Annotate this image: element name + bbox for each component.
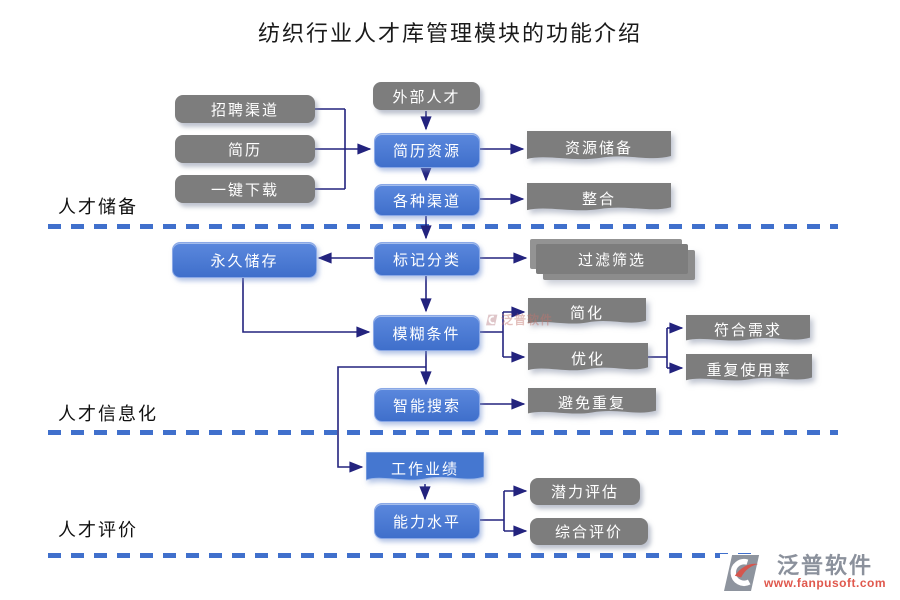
node-resume-resources: 简历资源 bbox=[374, 133, 480, 168]
node-optimize: 优化 bbox=[528, 343, 648, 374]
node-tag-classify: 标记分类 bbox=[374, 242, 480, 276]
node-recruit-channels: 招聘渠道 bbox=[175, 95, 315, 123]
section-divider-2 bbox=[48, 430, 838, 435]
section-divider-3 bbox=[48, 553, 760, 558]
node-reuse-rate: 重复使用率 bbox=[686, 354, 812, 384]
node-smart-search: 智能搜索 bbox=[374, 388, 480, 422]
section-label-talent-evaluation: 人才评价 bbox=[58, 520, 138, 541]
fanpu-logo: 泛普软件 www.fanpusoft.com bbox=[719, 553, 886, 592]
node-avoid-duplicate: 避免重复 bbox=[528, 388, 656, 417]
node-comprehensive-eval: 综合评价 bbox=[530, 518, 648, 545]
node-meet-demand: 符合需求 bbox=[686, 315, 810, 344]
node-simplify: 简化 bbox=[528, 298, 646, 327]
node-external-talent: 外部人才 bbox=[373, 82, 480, 110]
node-work-performance: 工作业绩 bbox=[366, 452, 484, 484]
node-filter-screen: 过滤筛选 bbox=[536, 244, 688, 274]
section-label-talent-reserve: 人才储备 bbox=[58, 197, 138, 218]
section-divider-1 bbox=[48, 224, 838, 229]
node-permanent-storage: 永久储存 bbox=[172, 242, 317, 278]
node-integration: 整合 bbox=[527, 183, 671, 214]
page-title: 纺织行业人才库管理模块的功能介绍 bbox=[257, 22, 642, 47]
fanpu-logo-url: www.fanpusoft.com bbox=[763, 576, 886, 591]
node-resume: 简历 bbox=[175, 135, 315, 163]
node-various-channels: 各种渠道 bbox=[374, 184, 480, 216]
node-ability-level: 能力水平 bbox=[374, 503, 480, 539]
node-resource-reserve: 资源储备 bbox=[527, 131, 671, 163]
node-fuzzy-condition: 模糊条件 bbox=[373, 315, 480, 351]
node-one-click-download: 一键下载 bbox=[175, 175, 315, 203]
fanpu-logo-icon bbox=[723, 555, 760, 591]
fanpu-logo-name: 泛普软件 bbox=[776, 553, 873, 578]
node-potential-assess: 潜力评估 bbox=[530, 478, 640, 505]
section-label-talent-informatization: 人才信息化 bbox=[58, 404, 158, 425]
